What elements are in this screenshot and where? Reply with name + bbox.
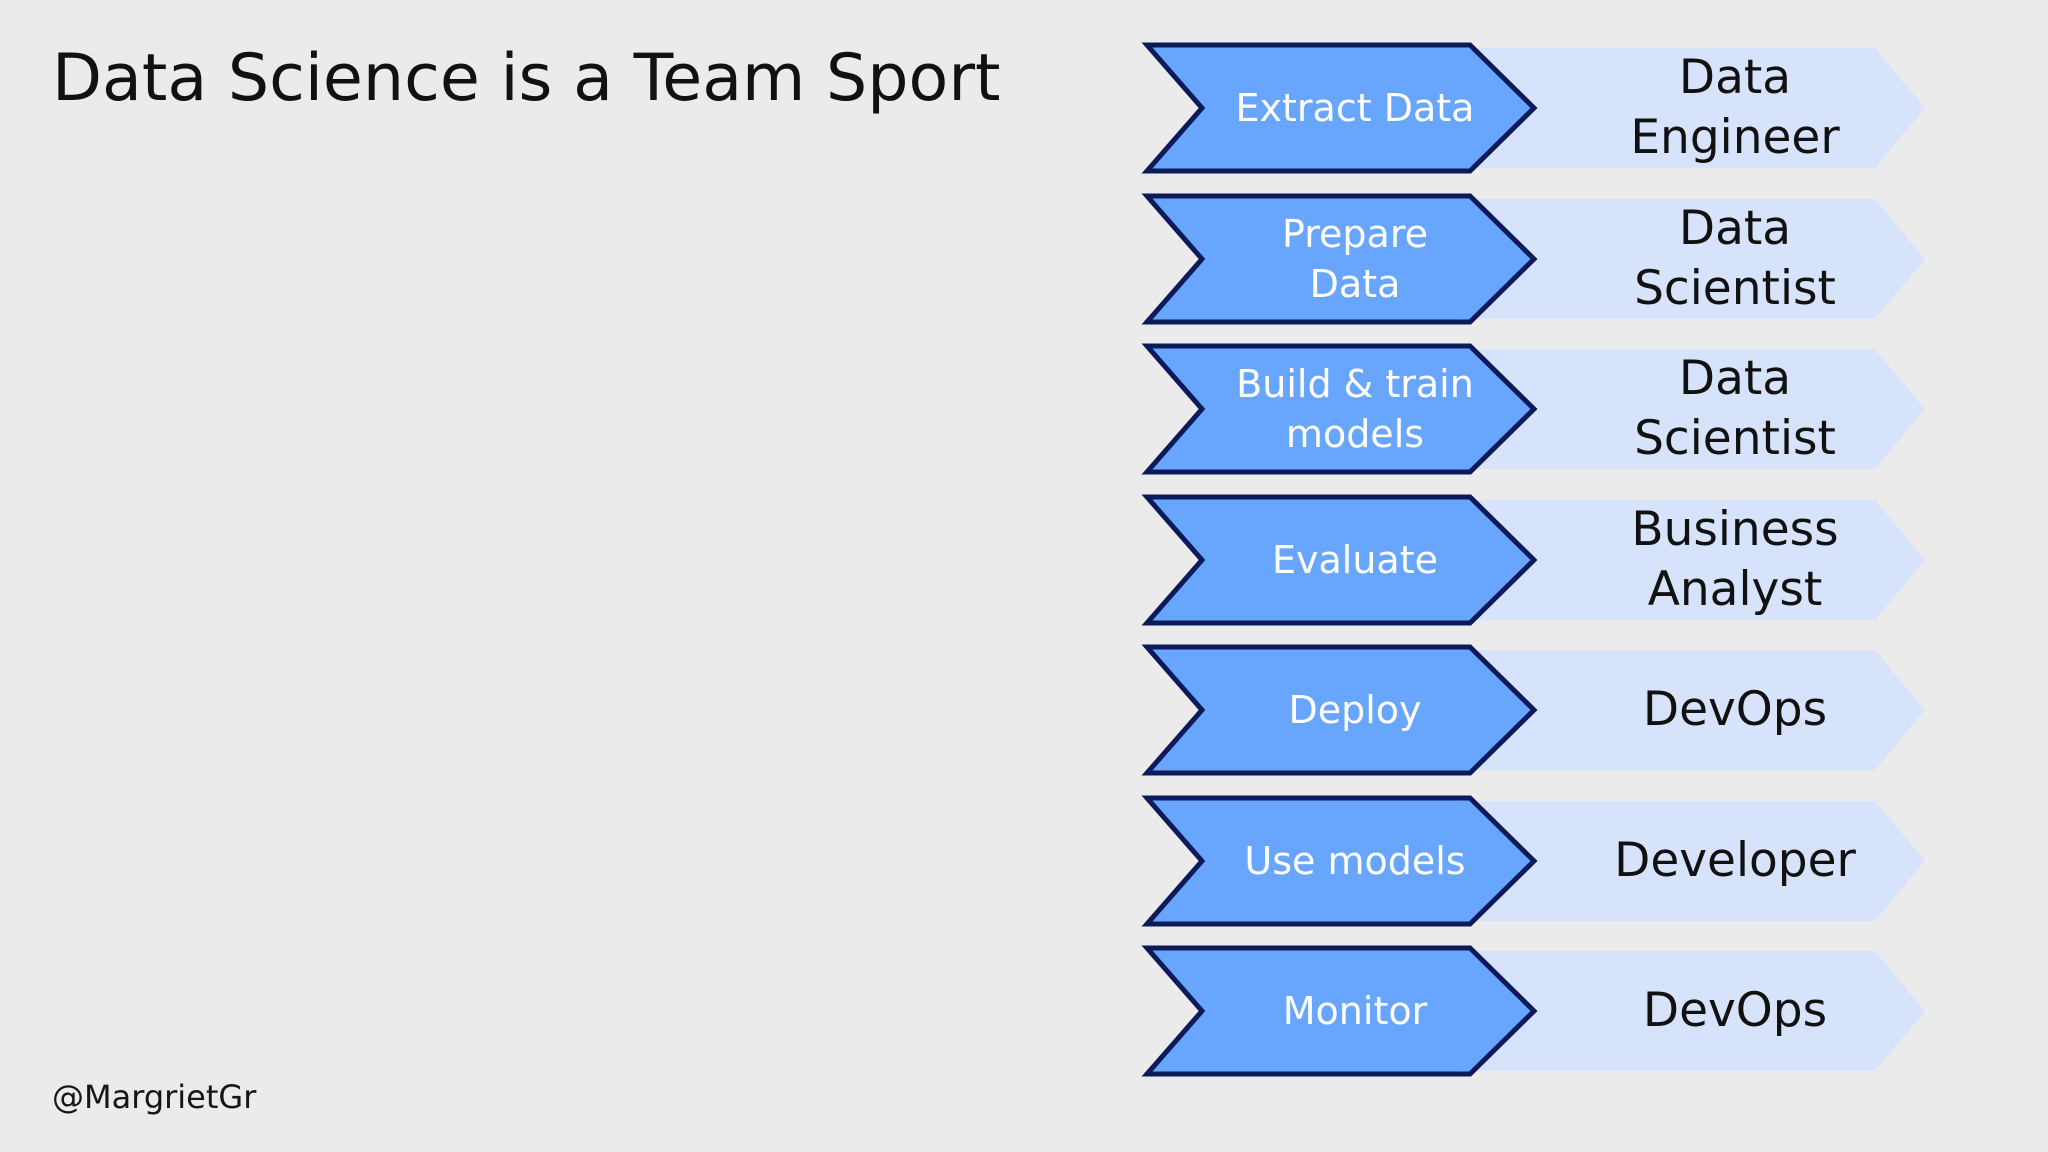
step-label: Extract Data bbox=[1235, 86, 1475, 130]
step-label: Monitor bbox=[1282, 989, 1428, 1033]
chevron-shapes bbox=[1141, 644, 1925, 776]
step-chevron bbox=[1141, 945, 1538, 1077]
chevron-shapes bbox=[1141, 494, 1925, 625]
role-chevron bbox=[1465, 951, 1925, 1071]
step-label: Evaluate bbox=[1272, 537, 1438, 582]
role-chevron bbox=[1465, 198, 1925, 319]
chevron-shapes bbox=[1141, 193, 1925, 324]
role-label: Business Analyst bbox=[1631, 501, 1839, 617]
slide-title: Data Science is a Team Sport bbox=[52, 41, 1001, 116]
role-label: Data Scientist bbox=[1634, 200, 1836, 316]
workflow-step-row: Evaluate Business Analyst bbox=[1130, 490, 1950, 630]
role-chevron bbox=[1465, 499, 1925, 620]
workflow-step-row: Monitor DevOps bbox=[1130, 941, 1950, 1081]
role-label: Data Engineer bbox=[1630, 50, 1840, 165]
role-chevron bbox=[1465, 349, 1925, 469]
step-chevron bbox=[1141, 644, 1538, 776]
step-chevron bbox=[1141, 42, 1538, 174]
step-chevron bbox=[1141, 795, 1538, 926]
chevron-shapes bbox=[1141, 795, 1925, 926]
workflow-step-row: Deploy DevOps bbox=[1130, 640, 1950, 780]
step-label: Build & train models bbox=[1236, 362, 1474, 456]
step-chevron bbox=[1141, 494, 1538, 625]
step-label: Prepare Data bbox=[1282, 211, 1428, 306]
role-chevron bbox=[1465, 650, 1925, 770]
role-chevron bbox=[1465, 800, 1925, 921]
role-label: Developer bbox=[1614, 832, 1856, 888]
role-label: Data Scientist bbox=[1634, 351, 1836, 466]
workflow-step-row: Use models Developer bbox=[1130, 791, 1950, 931]
chevron-shapes bbox=[1141, 945, 1925, 1077]
role-chevron bbox=[1465, 48, 1925, 168]
step-label: Use models bbox=[1244, 838, 1466, 883]
workflow-step-row: Build & train models Data Scientist bbox=[1130, 339, 1950, 479]
workflow-step-row: Extract Data Data Engineer bbox=[1130, 38, 1950, 178]
workflow-step-row: Prepare Data Data Scientist bbox=[1130, 189, 1950, 329]
step-chevron bbox=[1141, 193, 1538, 324]
chevron-shapes bbox=[1141, 343, 1925, 475]
step-chevron bbox=[1141, 343, 1538, 475]
step-label: Deploy bbox=[1288, 688, 1422, 732]
role-label: DevOps bbox=[1642, 682, 1828, 737]
chevron-shapes bbox=[1141, 42, 1925, 174]
role-label: DevOps bbox=[1642, 983, 1828, 1038]
author-credit: @MargrietGr bbox=[52, 1078, 257, 1116]
